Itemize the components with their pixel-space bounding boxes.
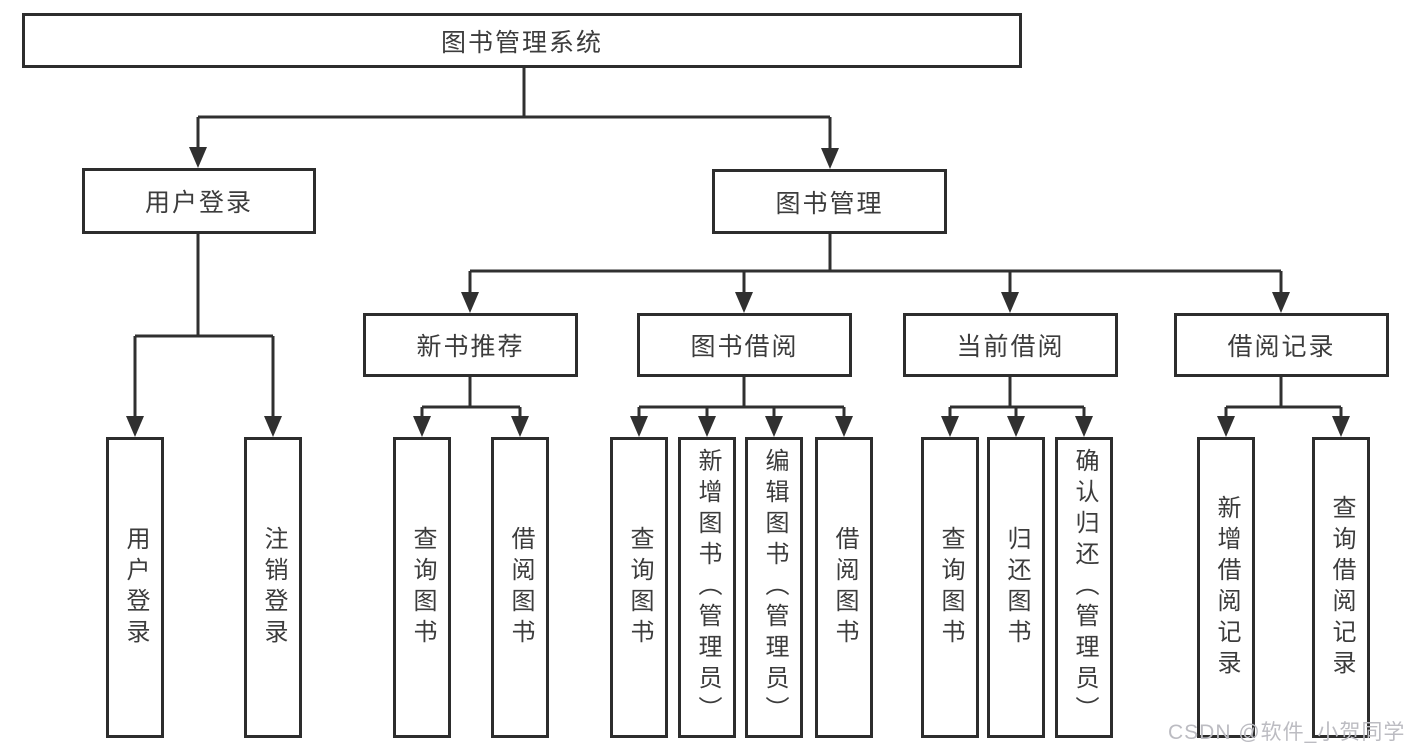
arrowhead: [835, 416, 853, 437]
arrowhead: [189, 147, 207, 168]
node-book-borrow: 图书借阅: [637, 313, 852, 377]
arrowhead: [735, 292, 753, 313]
edge-user-login-to-leaves: [126, 234, 282, 437]
node-root-label: 图书管理系统: [440, 28, 603, 57]
leaf-bb-edit-books-label: 编辑图书（管理员）: [761, 448, 788, 727]
arrowhead: [1217, 416, 1235, 437]
leaf-cb-return-books-label: 归还图书: [1003, 525, 1030, 650]
node-new-book-rec: 新书推荐: [363, 313, 578, 377]
node-user-login: 用户登录: [82, 168, 316, 234]
arrowhead: [126, 416, 144, 437]
arrowhead: [1332, 416, 1350, 437]
leaf-br-add-record-label: 新增借阅记录: [1213, 494, 1240, 681]
edge-current-borrow-to-leaves: [941, 377, 1093, 437]
leaf-br-add-record: 新增借阅记录: [1197, 437, 1255, 738]
edge-borrow-records-to-leaves: [1217, 377, 1350, 437]
node-book-borrow-label: 图书借阅: [690, 333, 799, 361]
leaf-bb-query-books: 查询图书: [610, 437, 668, 738]
arrowhead: [765, 416, 783, 437]
leaf-bb-borrow-books-label: 借阅图书: [831, 525, 858, 650]
node-borrow-records: 借阅记录: [1174, 313, 1389, 377]
arrowhead: [821, 148, 839, 169]
arrowhead: [1001, 292, 1019, 313]
edge-root-to-level2: [189, 68, 839, 169]
edge-new-book-rec-to-leaves: [413, 377, 529, 437]
leaf-cb-confirm-return: 确认归还（管理员）: [1055, 437, 1113, 738]
arrowhead: [1007, 416, 1025, 437]
node-book-management: 图书管理: [712, 169, 947, 234]
leaf-bb-query-books-label: 查询图书: [626, 525, 653, 650]
leaf-cb-query-books: 查询图书: [921, 437, 979, 738]
arrowhead: [413, 416, 431, 437]
node-borrow-records-label: 借阅记录: [1227, 333, 1336, 361]
leaf-bb-borrow-books: 借阅图书: [815, 437, 873, 738]
node-book-management-label: 图书管理: [775, 189, 884, 218]
arrowhead: [461, 292, 479, 313]
leaf-user-login: 用户登录: [106, 437, 164, 738]
leaf-rec-borrow-books: 借阅图书: [491, 437, 549, 738]
edge-book-management-to-level3: [461, 234, 1290, 313]
leaf-bb-edit-books: 编辑图书（管理员）: [745, 437, 803, 738]
leaf-br-query-record: 查询借阅记录: [1312, 437, 1370, 738]
edge-book-borrow-to-leaves: [630, 377, 853, 437]
node-new-book-rec-label: 新书推荐: [416, 333, 525, 361]
node-root: 图书管理系统: [22, 13, 1022, 68]
arrowhead: [1075, 416, 1093, 437]
node-current-borrow-label: 当前借阅: [956, 333, 1065, 361]
leaf-logout: 注销登录: [244, 437, 302, 738]
leaf-logout-label: 注销登录: [260, 525, 287, 650]
leaf-br-query-record-label: 查询借阅记录: [1328, 494, 1355, 681]
arrowhead: [698, 416, 716, 437]
csdn-watermark: CSDN @软件_小贺同学: [1168, 721, 1405, 744]
arrowhead: [264, 416, 282, 437]
leaf-bb-add-books-label: 新增图书（管理员）: [694, 448, 721, 727]
leaf-user-login-label: 用户登录: [122, 525, 149, 650]
leaf-cb-query-books-label: 查询图书: [937, 525, 964, 650]
leaf-cb-return-books: 归还图书: [987, 437, 1045, 738]
leaf-bb-add-books: 新增图书（管理员）: [678, 437, 736, 738]
arrowhead: [511, 416, 529, 437]
node-user-login-label: 用户登录: [144, 189, 253, 217]
leaf-cb-confirm-return-label: 确认归还（管理员）: [1071, 448, 1098, 727]
leaf-rec-borrow-books-label: 借阅图书: [507, 525, 534, 650]
leaf-rec-query-books-label: 查询图书: [409, 525, 436, 650]
node-current-borrow: 当前借阅: [903, 313, 1118, 377]
leaf-rec-query-books: 查询图书: [393, 437, 451, 738]
arrowhead: [630, 416, 648, 437]
arrowhead: [1272, 292, 1290, 313]
arrowhead: [941, 416, 959, 437]
